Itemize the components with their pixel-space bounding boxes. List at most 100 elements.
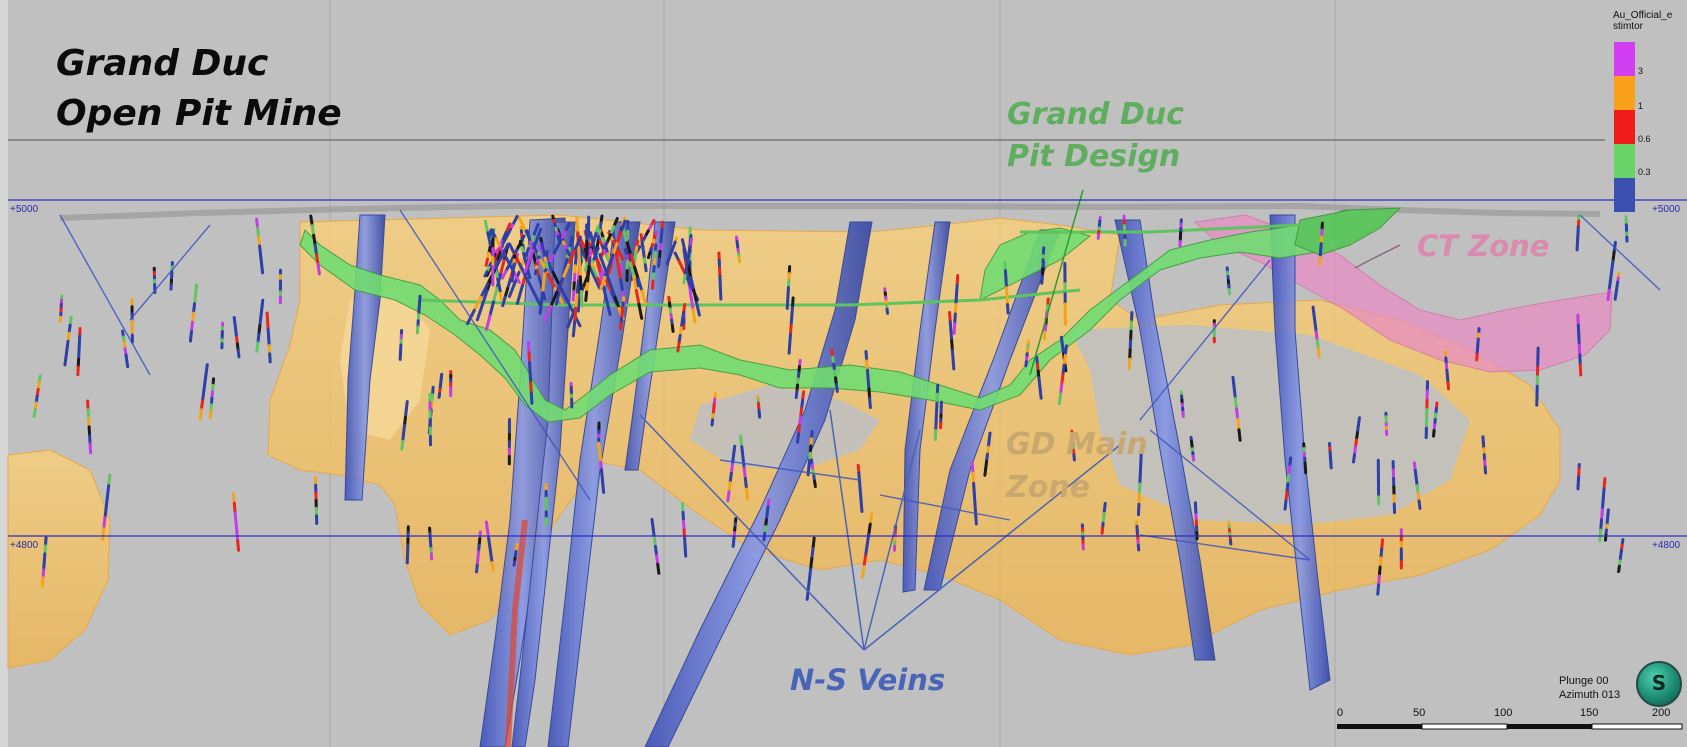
vein xyxy=(511,221,576,747)
legend-label-0-6: 0.6 xyxy=(1638,134,1651,144)
drillhole-segment xyxy=(190,311,196,324)
drillhole-segment xyxy=(32,408,37,418)
drillhole-segment xyxy=(611,242,619,257)
drillhole-segment xyxy=(542,270,547,284)
drillhole-segment xyxy=(603,264,611,279)
high-grade-trace xyxy=(505,519,528,747)
drillhole-segment xyxy=(834,383,839,393)
vein xyxy=(1269,214,1331,691)
orientation-compass-icon[interactable]: S xyxy=(1636,661,1682,707)
drillhole-segment xyxy=(584,290,589,302)
drillhole-segment xyxy=(232,501,237,515)
drillhole-segment xyxy=(484,257,489,267)
drillhole-segment xyxy=(602,285,609,303)
drillhole-segment xyxy=(605,299,612,317)
drillhole-segment xyxy=(488,300,495,318)
drillhole-segment xyxy=(528,371,533,385)
drillhole-segment xyxy=(575,216,580,235)
drillhole-segment xyxy=(555,277,565,294)
drillhole-segment xyxy=(1380,538,1384,551)
drillhole-segment xyxy=(1351,453,1356,464)
drillhole-segment xyxy=(480,289,489,307)
drillhole-segment xyxy=(637,302,644,320)
drillhole-segment xyxy=(1233,396,1239,411)
drillhole-segment xyxy=(970,461,975,475)
drillhole-segment xyxy=(974,512,978,526)
drillhole-segment xyxy=(483,219,490,235)
drillhole-segment xyxy=(618,253,625,261)
pit-design-leader xyxy=(1029,189,1084,376)
gd-main-zone-label-line-2: Zone xyxy=(1006,470,1091,505)
legend-title-line-1: Au_Official_e xyxy=(1613,10,1673,21)
drillhole-segment xyxy=(1376,583,1381,596)
drillhole-segment xyxy=(493,255,503,273)
drillhole-segment xyxy=(972,491,977,506)
ns-veins-leaders xyxy=(639,409,1121,651)
drillhole-segment xyxy=(485,265,493,277)
drillhole-segment xyxy=(741,455,746,470)
drillhole-segment xyxy=(543,304,553,322)
compass-letter: S xyxy=(1651,671,1667,695)
drillhole-segment xyxy=(316,262,321,276)
title-line-2: Open Pit Mine xyxy=(56,93,342,134)
drillhole-segment xyxy=(601,483,606,494)
drillhole-segment xyxy=(1057,392,1063,406)
drillhole-segment xyxy=(683,545,688,558)
drillhole-segment xyxy=(634,278,640,288)
drillhole-segment xyxy=(607,262,614,275)
drillhole-segment xyxy=(483,270,489,278)
drillhole-segment xyxy=(88,442,93,455)
drillhole-segment xyxy=(208,409,213,420)
drillhole-segment xyxy=(613,296,621,310)
plunge-readout: Plunge 00 xyxy=(1559,675,1609,687)
drillhole-segment xyxy=(629,253,637,269)
drillhole-segment xyxy=(860,564,866,579)
drillhole-segment xyxy=(1038,389,1043,400)
drillhole-segment xyxy=(475,303,484,322)
drillhole-segment xyxy=(562,257,569,273)
drillhole-segment xyxy=(1232,386,1237,400)
drillhole-segment xyxy=(260,262,265,275)
scale-tick-100: 100 xyxy=(1494,707,1513,719)
drillhole-segment xyxy=(502,236,508,244)
drillhole-segment xyxy=(567,249,576,267)
drillhole-segment xyxy=(790,305,794,318)
drillhole-segment xyxy=(655,553,660,566)
drillhole-segment xyxy=(554,291,561,306)
drillhole-segment xyxy=(633,265,640,281)
vein xyxy=(547,221,641,747)
drillhole-segment xyxy=(813,479,817,489)
drillhole-segment xyxy=(574,293,579,310)
drillhole-segment xyxy=(788,324,793,337)
drillhole-segment xyxy=(950,348,955,362)
elevation-label-5000-left: +5000 xyxy=(10,204,39,215)
drillhole-segment xyxy=(618,263,624,273)
drillhole-segment xyxy=(971,471,976,485)
scale-tick-50: 50 xyxy=(1413,707,1426,719)
vein xyxy=(1114,219,1216,661)
drillhole-segment xyxy=(665,257,671,266)
drillhole-segment xyxy=(604,254,610,262)
drillhole-segment xyxy=(634,289,641,306)
drillhole-segment xyxy=(528,361,532,375)
drillhole-segment xyxy=(1600,497,1605,512)
drillhole-segment xyxy=(1059,382,1064,396)
drillhole-segment xyxy=(737,256,742,264)
drillhole-segment xyxy=(533,293,542,307)
drillhole-segment xyxy=(499,259,506,276)
drillhole-segment xyxy=(577,245,581,264)
drillhole-segment xyxy=(726,490,731,503)
drillhole-segment xyxy=(653,544,659,557)
drillhole-segment xyxy=(868,396,872,410)
topography-surface xyxy=(59,202,1601,221)
angled-drill-traces xyxy=(59,209,1661,561)
drillhole-segment xyxy=(1378,556,1383,569)
drillhole-segment xyxy=(534,268,538,276)
drillhole-segment xyxy=(513,272,521,284)
drillhole-segment xyxy=(526,270,532,280)
azimuth-readout: Azimuth 013 xyxy=(1559,689,1621,701)
drillhole-traces xyxy=(32,214,1629,601)
drillhole-segment xyxy=(1042,330,1047,341)
drillhole-segment xyxy=(689,296,695,312)
